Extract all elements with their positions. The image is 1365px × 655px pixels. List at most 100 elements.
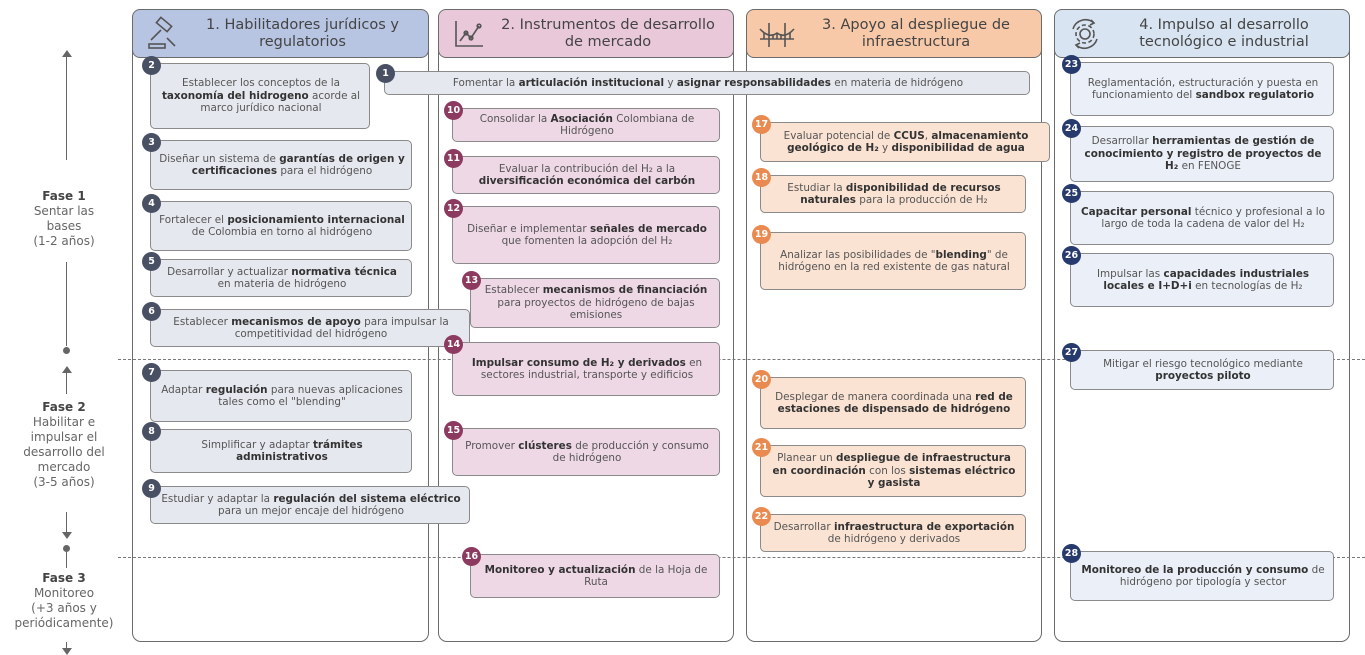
action-number-badge: 6 [142,302,161,321]
action-box-15: Promover clústeres de producción y consu… [452,428,720,476]
action-text: Desarrollar herramientas de gestión de c… [1084,135,1322,173]
action-number-badge: 24 [1062,119,1081,138]
action-number-badge: 17 [752,115,771,134]
phase-divider [118,557,1365,558]
action-number-badge: 19 [752,225,771,244]
arrow-up-icon [62,366,72,373]
action-text: Evaluar potencial de CCUS, almacenamient… [783,129,1029,154]
action-number-badge: 10 [444,101,463,120]
header-technology: 4. Impulso al desarrollo tecnológico e i… [1054,9,1350,58]
action-box-17: Evaluar potencial de CCUS, almacenamient… [760,122,1050,162]
action-box-2: Establecer los conceptos de la taxonomía… [150,63,370,129]
action-text: Diseñar un sistema de garantías de orige… [159,152,405,177]
action-box-18: Estudiar la disponibilidad de recursos n… [760,175,1026,213]
action-number-badge: 22 [752,507,771,526]
action-text: Estudiar y adaptar la regulación del sis… [161,492,461,517]
action-box-11: Evaluar la contribución del H₂ a la dive… [452,156,720,194]
action-box-27: Mitigar el riesgo tecnológico mediante p… [1070,350,1334,390]
header-title: 1. Habilitadores jurídicos y regulatorio… [206,16,399,50]
action-text: Adaptar regulación para nuevas aplicacio… [161,383,403,408]
action-number-badge: 9 [142,479,161,498]
action-box-3: Diseñar un sistema de garantías de orige… [150,140,412,190]
header-title: 2. Instrumentos de desarrollo de mercado [501,16,715,50]
action-text: Desarrollar infraestructura de exportaci… [773,520,1015,545]
action-text: Monitoreo de la producción y consumo de … [1081,563,1325,588]
dot-icon [63,545,70,552]
action-box-1: Fomentar la articulación institucional y… [384,71,1030,95]
action-box-14: Impulsar consumo de H₂ y derivados en se… [452,342,720,396]
action-number-badge: 1 [376,64,395,83]
action-box-13: Establecer mecanismos de financiación pa… [470,278,720,328]
action-box-12: Diseñar e implementar señales de mercado… [452,206,720,264]
phase-divider [118,359,1365,360]
action-number-badge: 4 [142,194,161,213]
action-text: Fomentar la articulación institucional y… [452,76,964,89]
header-legal: 1. Habilitadores jurídicos y regulatorio… [132,9,429,58]
action-number-badge: 20 [752,370,771,389]
action-number-badge: 16 [462,547,481,566]
header-title: 3. Apoyo al despliegue de infraestructur… [822,16,1010,50]
line-chart-icon [447,12,491,56]
action-number-badge: 26 [1062,246,1081,265]
action-box-10: Consolidar la Asociación Colombiana de H… [452,108,720,142]
action-number-badge: 5 [142,252,161,271]
action-number-badge: 12 [444,199,463,218]
header-market: 2. Instrumentos de desarrollo de mercado [438,9,734,58]
gavel-icon [141,12,185,56]
action-number-badge: 11 [444,149,463,168]
action-number-badge: 21 [752,438,771,457]
action-text: Establecer mecanismos de financiación pa… [484,284,708,322]
action-number-badge: 13 [462,271,481,290]
header-title: 4. Impulso al desarrollo tecnológico e i… [1139,16,1309,50]
action-box-8: Simplificar y adaptar trámites administr… [150,429,412,473]
header-infrastructure: 3. Apoyo al despliegue de infraestructur… [746,9,1042,58]
action-box-26: Impulsar las capacidades industriales lo… [1070,253,1334,307]
action-number-badge: 23 [1062,55,1081,74]
action-text: Planear un despliegue de infraestructura… [772,452,1016,490]
action-box-20: Desplegar de manera coordinada una red d… [760,377,1026,429]
action-text: Promover clústeres de producción y consu… [465,439,709,464]
action-text: Establecer mecanismos de apoyo para impu… [173,315,449,340]
action-text: Monitoreo y actualización de la Hoja de … [484,563,708,588]
action-box-7: Adaptar regulación para nuevas aplicacio… [150,370,412,422]
action-text: Mitigar el riesgo tecnológico mediante p… [1103,357,1303,382]
action-number-badge: 7 [142,363,161,382]
action-text: Capacitar personal técnico y profesional… [1081,205,1325,230]
action-number-badge: 15 [444,421,463,440]
action-text: Desplegar de manera coordinada una red d… [775,390,1013,415]
action-number-badge: 25 [1062,184,1081,203]
action-box-24: Desarrollar herramientas de gestión de c… [1070,126,1334,182]
action-text: Establecer los conceptos de la taxonomía… [161,77,361,115]
action-box-19: Analizar las posibilidades de "blending"… [760,232,1026,290]
action-box-16: Monitoreo y actualización de la Hoja de … [470,554,720,598]
dot-icon [63,347,70,354]
action-text: Impulsar consumo de H₂ y derivados en se… [471,356,703,381]
action-box-21: Planear un despliegue de infraestructura… [760,445,1026,497]
action-box-6: Establecer mecanismos de apoyo para impu… [150,309,470,347]
action-box-5: Desarrollar y actualizar normativa técni… [150,259,412,297]
action-number-badge: 8 [142,422,161,441]
gear-cycle-icon [1063,12,1107,56]
action-box-9: Estudiar y adaptar la regulación del sis… [150,486,470,524]
action-text: Analizar las posibilidades de "blending"… [778,248,1010,273]
action-text: Impulsar las capacidades industriales lo… [1096,267,1310,292]
action-box-25: Capacitar personal técnico y profesional… [1070,191,1334,245]
action-box-23: Reglamentación, estructuración y puesta … [1070,62,1334,116]
action-number-badge: 27 [1062,343,1081,362]
action-box-28: Monitoreo de la producción y consumo de … [1070,551,1334,601]
action-text: Simplificar y adaptar trámites administr… [201,438,363,463]
action-number-badge: 2 [142,56,161,75]
action-text: Reglamentación, estructuración y puesta … [1087,76,1319,101]
arrow-down-icon [62,648,72,655]
action-number-badge: 3 [142,133,161,152]
action-text: Fortalecer el posicionamiento internacio… [159,213,405,238]
action-box-22: Desarrollar infraestructura de exportaci… [760,514,1026,552]
action-text: Consolidar la Asociación Colombiana de H… [479,112,695,137]
action-text: Evaluar la contribución del H₂ a la dive… [478,162,696,187]
arrow-down-icon [62,532,72,539]
bridge-icon [755,12,799,56]
action-number-badge: 18 [752,168,771,187]
